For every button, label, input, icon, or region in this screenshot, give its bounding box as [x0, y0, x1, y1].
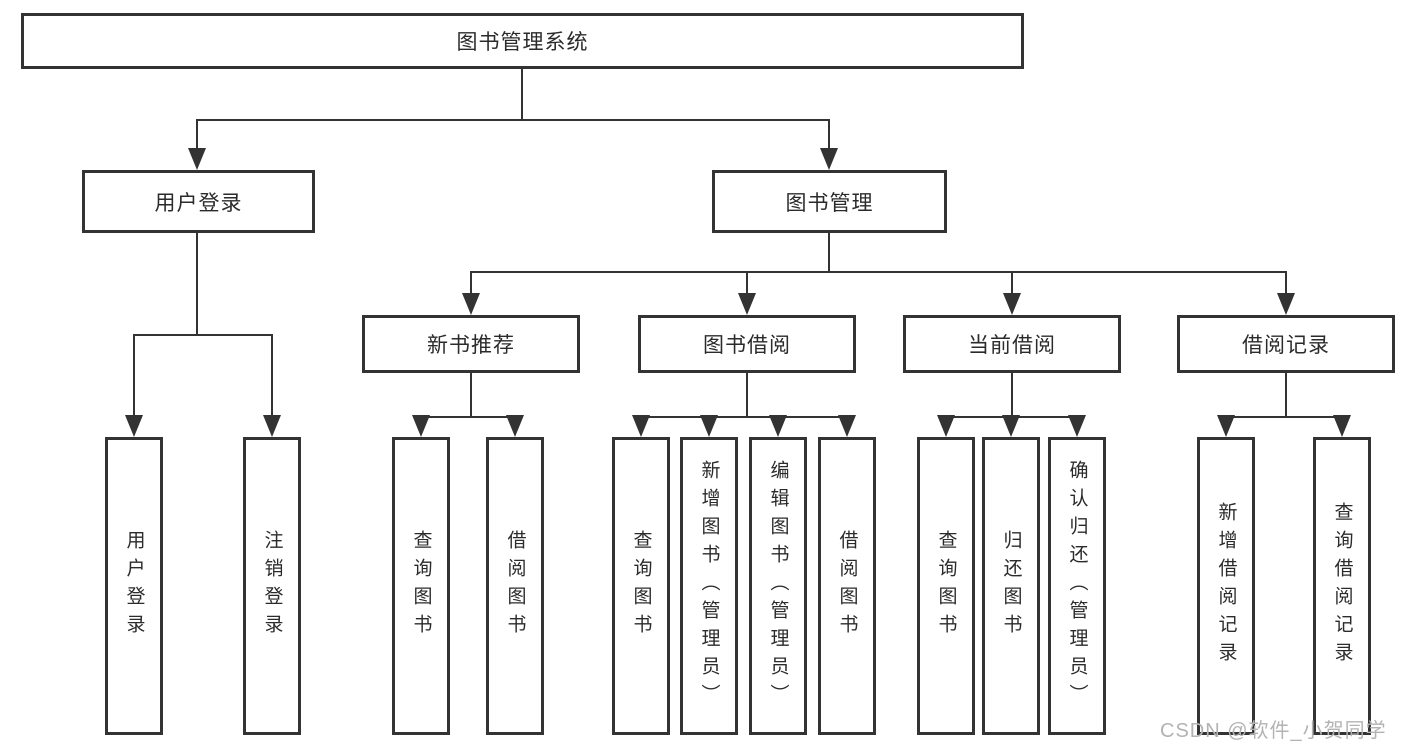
arrow-down-icon [506, 415, 524, 437]
csdn-watermark: CSDN @软件_小贺同学 [1160, 720, 1387, 742]
arrow-down-icon [1002, 415, 1020, 437]
connector-line [196, 119, 198, 152]
leaf-add-borrow-record: 新增借阅记录 [1197, 437, 1255, 735]
leaf-borrow-books: 借阅图书 [818, 437, 876, 735]
connector-line [640, 416, 848, 418]
arrow-down-icon [738, 293, 756, 315]
node-book-mgmt-label: 图书管理 [785, 191, 874, 215]
connector-line [1225, 416, 1343, 418]
leaf-query-borrow-record: 查询借阅记录 [1313, 437, 1371, 735]
leaf-label: 用户登录 [123, 530, 145, 642]
connector-line [1011, 271, 1013, 297]
leaf-return-books: 归还图书 [982, 437, 1040, 735]
connector-line [196, 233, 198, 336]
connector-line [1285, 373, 1287, 418]
arrow-down-icon [700, 415, 718, 437]
connector-line [196, 119, 830, 121]
leaf-label: 查询图书 [630, 530, 652, 642]
connector-line [746, 373, 748, 418]
arrow-down-icon [820, 148, 838, 170]
leaf-borrow-books-rec: 借阅图书 [486, 437, 544, 735]
node-book-borrow-label: 图书借阅 [703, 334, 791, 357]
leaf-label: 查询图书 [935, 530, 957, 642]
node-new-book-rec: 新书推荐 [362, 315, 580, 373]
connector-line [271, 334, 273, 418]
node-current-borrow: 当前借阅 [903, 315, 1121, 373]
leaf-label: 新增图书（管理员） [698, 460, 720, 712]
connector-line [1011, 373, 1013, 418]
arrow-down-icon [769, 415, 787, 437]
arrow-down-icon [838, 415, 856, 437]
leaf-label: 查询借阅记录 [1331, 502, 1353, 670]
leaf-confirm-return-admin: 确认归还（管理员） [1048, 437, 1106, 735]
connector-line [828, 119, 830, 152]
arrow-down-icon [263, 415, 281, 437]
leaf-label: 确认归还（管理员） [1066, 460, 1088, 712]
leaf-query-books-borrow: 查询图书 [612, 437, 670, 735]
arrow-down-icon [1003, 293, 1021, 315]
node-current-borrow-label: 当前借阅 [968, 334, 1056, 357]
arrow-down-icon [632, 415, 650, 437]
node-root-label: 图书管理系统 [456, 31, 589, 54]
connector-line [521, 69, 523, 121]
node-user-login-label: 用户登录 [154, 191, 243, 215]
leaf-label: 查询图书 [410, 530, 432, 642]
node-user-login: 用户登录 [82, 170, 315, 233]
node-new-book-rec-label: 新书推荐 [427, 334, 515, 357]
node-borrow-records: 借阅记录 [1177, 315, 1395, 373]
connector-line [470, 373, 472, 418]
arrow-down-icon [462, 293, 480, 315]
node-root: 图书管理系统 [21, 13, 1024, 69]
arrow-down-icon [1333, 415, 1351, 437]
leaf-user-login: 用户登录 [105, 437, 163, 735]
connector-line [420, 416, 516, 418]
node-book-mgmt: 图书管理 [712, 170, 947, 233]
arrow-down-icon [1068, 415, 1086, 437]
leaf-label: 归还图书 [1000, 530, 1022, 642]
connector-line [746, 271, 748, 297]
leaf-label: 编辑图书（管理员） [767, 460, 789, 712]
leaf-label: 借阅图书 [836, 530, 858, 642]
arrow-down-icon [1217, 415, 1235, 437]
connector-line [133, 334, 273, 336]
connector-line [470, 271, 472, 297]
connector-line [133, 334, 135, 418]
leaf-logout: 注销登录 [243, 437, 301, 735]
arrow-down-icon [125, 415, 143, 437]
arrow-down-icon [937, 415, 955, 437]
leaf-edit-books-admin: 编辑图书（管理员） [749, 437, 807, 735]
connector-line [828, 233, 830, 273]
arrow-down-icon [412, 415, 430, 437]
leaf-label: 借阅图书 [504, 530, 526, 642]
arrow-down-icon [1277, 293, 1295, 315]
connector-line [1285, 271, 1287, 297]
leaf-add-books-admin: 新增图书（管理员） [680, 437, 738, 735]
leaf-query-books-rec: 查询图书 [392, 437, 450, 735]
arrow-down-icon [188, 148, 206, 170]
connector-line [470, 271, 1287, 273]
node-borrow-records-label: 借阅记录 [1242, 334, 1330, 357]
leaf-query-books-current: 查询图书 [917, 437, 975, 735]
leaf-label: 新增借阅记录 [1215, 502, 1237, 670]
node-book-borrow: 图书借阅 [638, 315, 856, 373]
leaf-label: 注销登录 [261, 530, 283, 642]
